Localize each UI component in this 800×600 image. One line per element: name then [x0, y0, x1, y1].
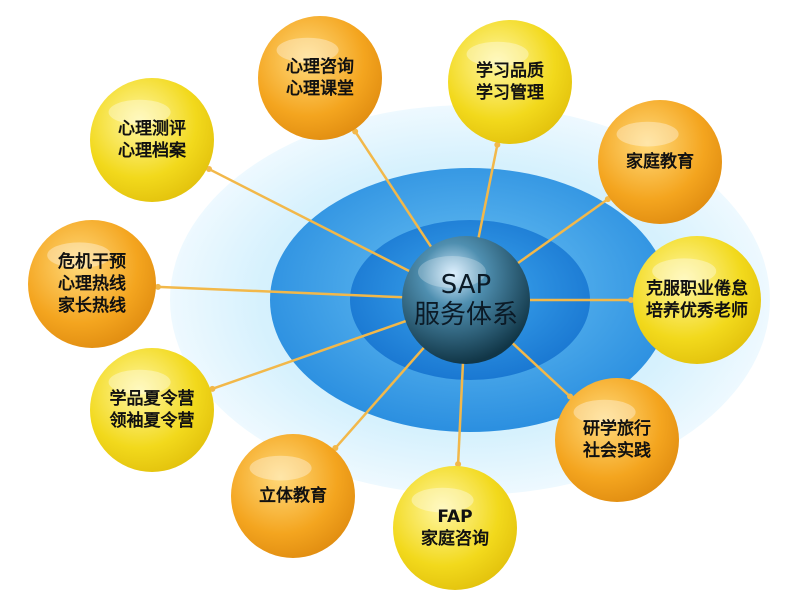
bubble-camp	[90, 348, 214, 472]
bubble-3d-edu	[231, 434, 355, 558]
bubble-highlight-camp	[108, 369, 171, 395]
bubble-burnout	[633, 236, 761, 364]
service-bubbles	[28, 16, 761, 590]
connector-family-edu	[514, 198, 609, 267]
bubble-highlight-fap	[411, 487, 474, 513]
bubble-assessment	[90, 78, 214, 202]
connector-end-hotline	[154, 283, 161, 290]
connector-hotline	[157, 285, 407, 299]
connector-end-camp	[209, 385, 216, 392]
connector-3d-edu	[334, 344, 428, 449]
bubble-fap	[393, 466, 517, 590]
bubble-family-edu	[598, 100, 722, 224]
connector-travel	[509, 339, 571, 398]
connector-lines	[154, 128, 634, 468]
connector-assessment	[208, 167, 414, 274]
bubble-counseling	[258, 16, 382, 140]
bubble-highlight-assessment	[108, 99, 171, 125]
center-sphere	[402, 236, 530, 364]
bubble-travel	[555, 378, 679, 502]
center-highlight	[418, 256, 486, 288]
bubble-highlight-study	[466, 41, 529, 67]
bubble-hotline	[28, 220, 156, 348]
connector-study	[476, 144, 499, 242]
connector-end-study	[494, 141, 501, 148]
connector-end-fap	[455, 461, 462, 468]
bubble-highlight-counseling	[276, 37, 339, 63]
bubble-highlight-burnout	[652, 258, 717, 285]
bubble-highlight-family-edu	[616, 121, 679, 147]
connector-end-burnout	[628, 297, 634, 303]
connector-camp	[211, 318, 410, 391]
connector-fap	[456, 359, 465, 465]
bubble-highlight-hotline	[47, 242, 112, 268]
bubble-study	[448, 20, 572, 144]
bubble-highlight-travel	[573, 399, 636, 425]
bubble-highlight-3d-edu	[249, 455, 312, 481]
connector-counseling	[354, 130, 435, 251]
